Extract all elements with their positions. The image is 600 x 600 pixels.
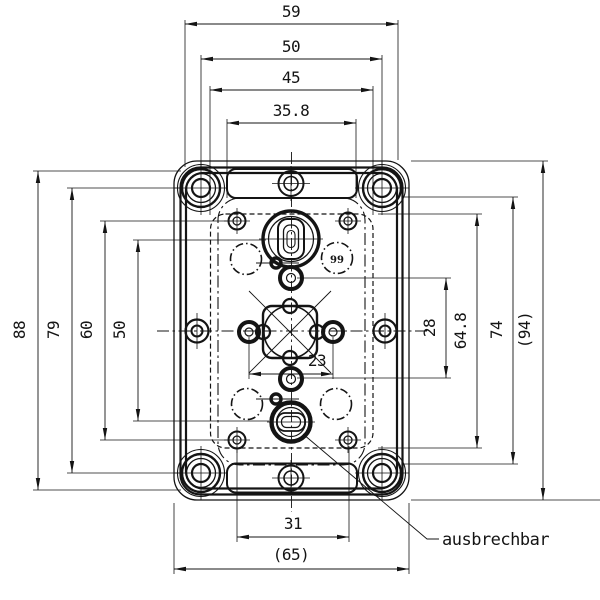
dim-label-79: 79 xyxy=(44,321,63,339)
dim-31: 31 xyxy=(236,446,350,542)
square-tab-left xyxy=(254,323,272,341)
dim-79: 79 xyxy=(44,187,183,474)
lid-screw-top xyxy=(272,166,310,201)
knockout-circle-bottom-left xyxy=(230,387,264,421)
dim-label-23: 23 xyxy=(308,351,326,370)
dim-45: 45 xyxy=(209,68,374,215)
dim-label-64-8: 64.8 xyxy=(451,313,470,350)
bottom-bar xyxy=(226,462,358,494)
side-mount-hole-left xyxy=(184,313,210,349)
side-mount-hole-right xyxy=(372,313,398,349)
square-tab-top xyxy=(281,297,299,315)
dim-23: 23 xyxy=(248,337,334,379)
dim-label-35-8: 35.8 xyxy=(273,101,310,120)
dim-65: (65) xyxy=(173,503,410,574)
knockout-circles: 99 xyxy=(229,241,354,421)
annotation-ausbrechbar: ausbrechbar xyxy=(442,530,549,550)
pilot-hole-lower xyxy=(256,392,299,406)
dim-50-left: 50 xyxy=(110,239,269,422)
leader-ausbrechbar: ausbrechbar xyxy=(302,433,550,550)
corner-screw-boss-bottom-right xyxy=(355,446,409,500)
knockout-mark: 99 xyxy=(330,255,344,266)
dim-59: 59 xyxy=(184,2,399,167)
knockout-circle-bottom-right xyxy=(319,387,353,421)
mounting-boss-top-right xyxy=(335,208,361,234)
dim-50-top: 50 xyxy=(200,37,383,170)
dim-label-45: 45 xyxy=(282,68,300,87)
dim-74: 74 xyxy=(403,196,518,465)
square-tab-bottom xyxy=(281,349,299,367)
dim-label-50-left: 50 xyxy=(110,321,129,339)
knockout-circle-top-right xyxy=(320,241,354,275)
mounting-boss-bottom-right xyxy=(335,427,361,453)
lid-screw-bottom xyxy=(272,460,310,495)
dim-label-94: (94) xyxy=(515,312,534,349)
dim-60: 60 xyxy=(77,220,232,441)
cable-knockout-top xyxy=(259,209,323,269)
knockout-circle-top-left xyxy=(229,242,263,276)
dim-label-65: (65) xyxy=(273,545,310,564)
dim-94: (94) xyxy=(411,160,600,501)
dim-28: 28 xyxy=(297,277,451,379)
dim-label-59: 59 xyxy=(282,2,300,21)
dim-label-31: 31 xyxy=(284,514,302,533)
centerline-hole-lower xyxy=(278,366,304,392)
dim-label-28: 28 xyxy=(420,319,439,337)
dim-88: 88 xyxy=(10,170,181,491)
dim-label-50-top: 50 xyxy=(282,37,300,56)
dim-64-8: 64.8 xyxy=(378,213,482,449)
dim-label-74: 74 xyxy=(487,321,506,339)
dim-35-8: 35.8 xyxy=(226,101,357,198)
dim-label-60: 60 xyxy=(77,321,96,339)
cable-knockout-bottom xyxy=(267,400,315,444)
dim-label-88: 88 xyxy=(10,321,29,339)
